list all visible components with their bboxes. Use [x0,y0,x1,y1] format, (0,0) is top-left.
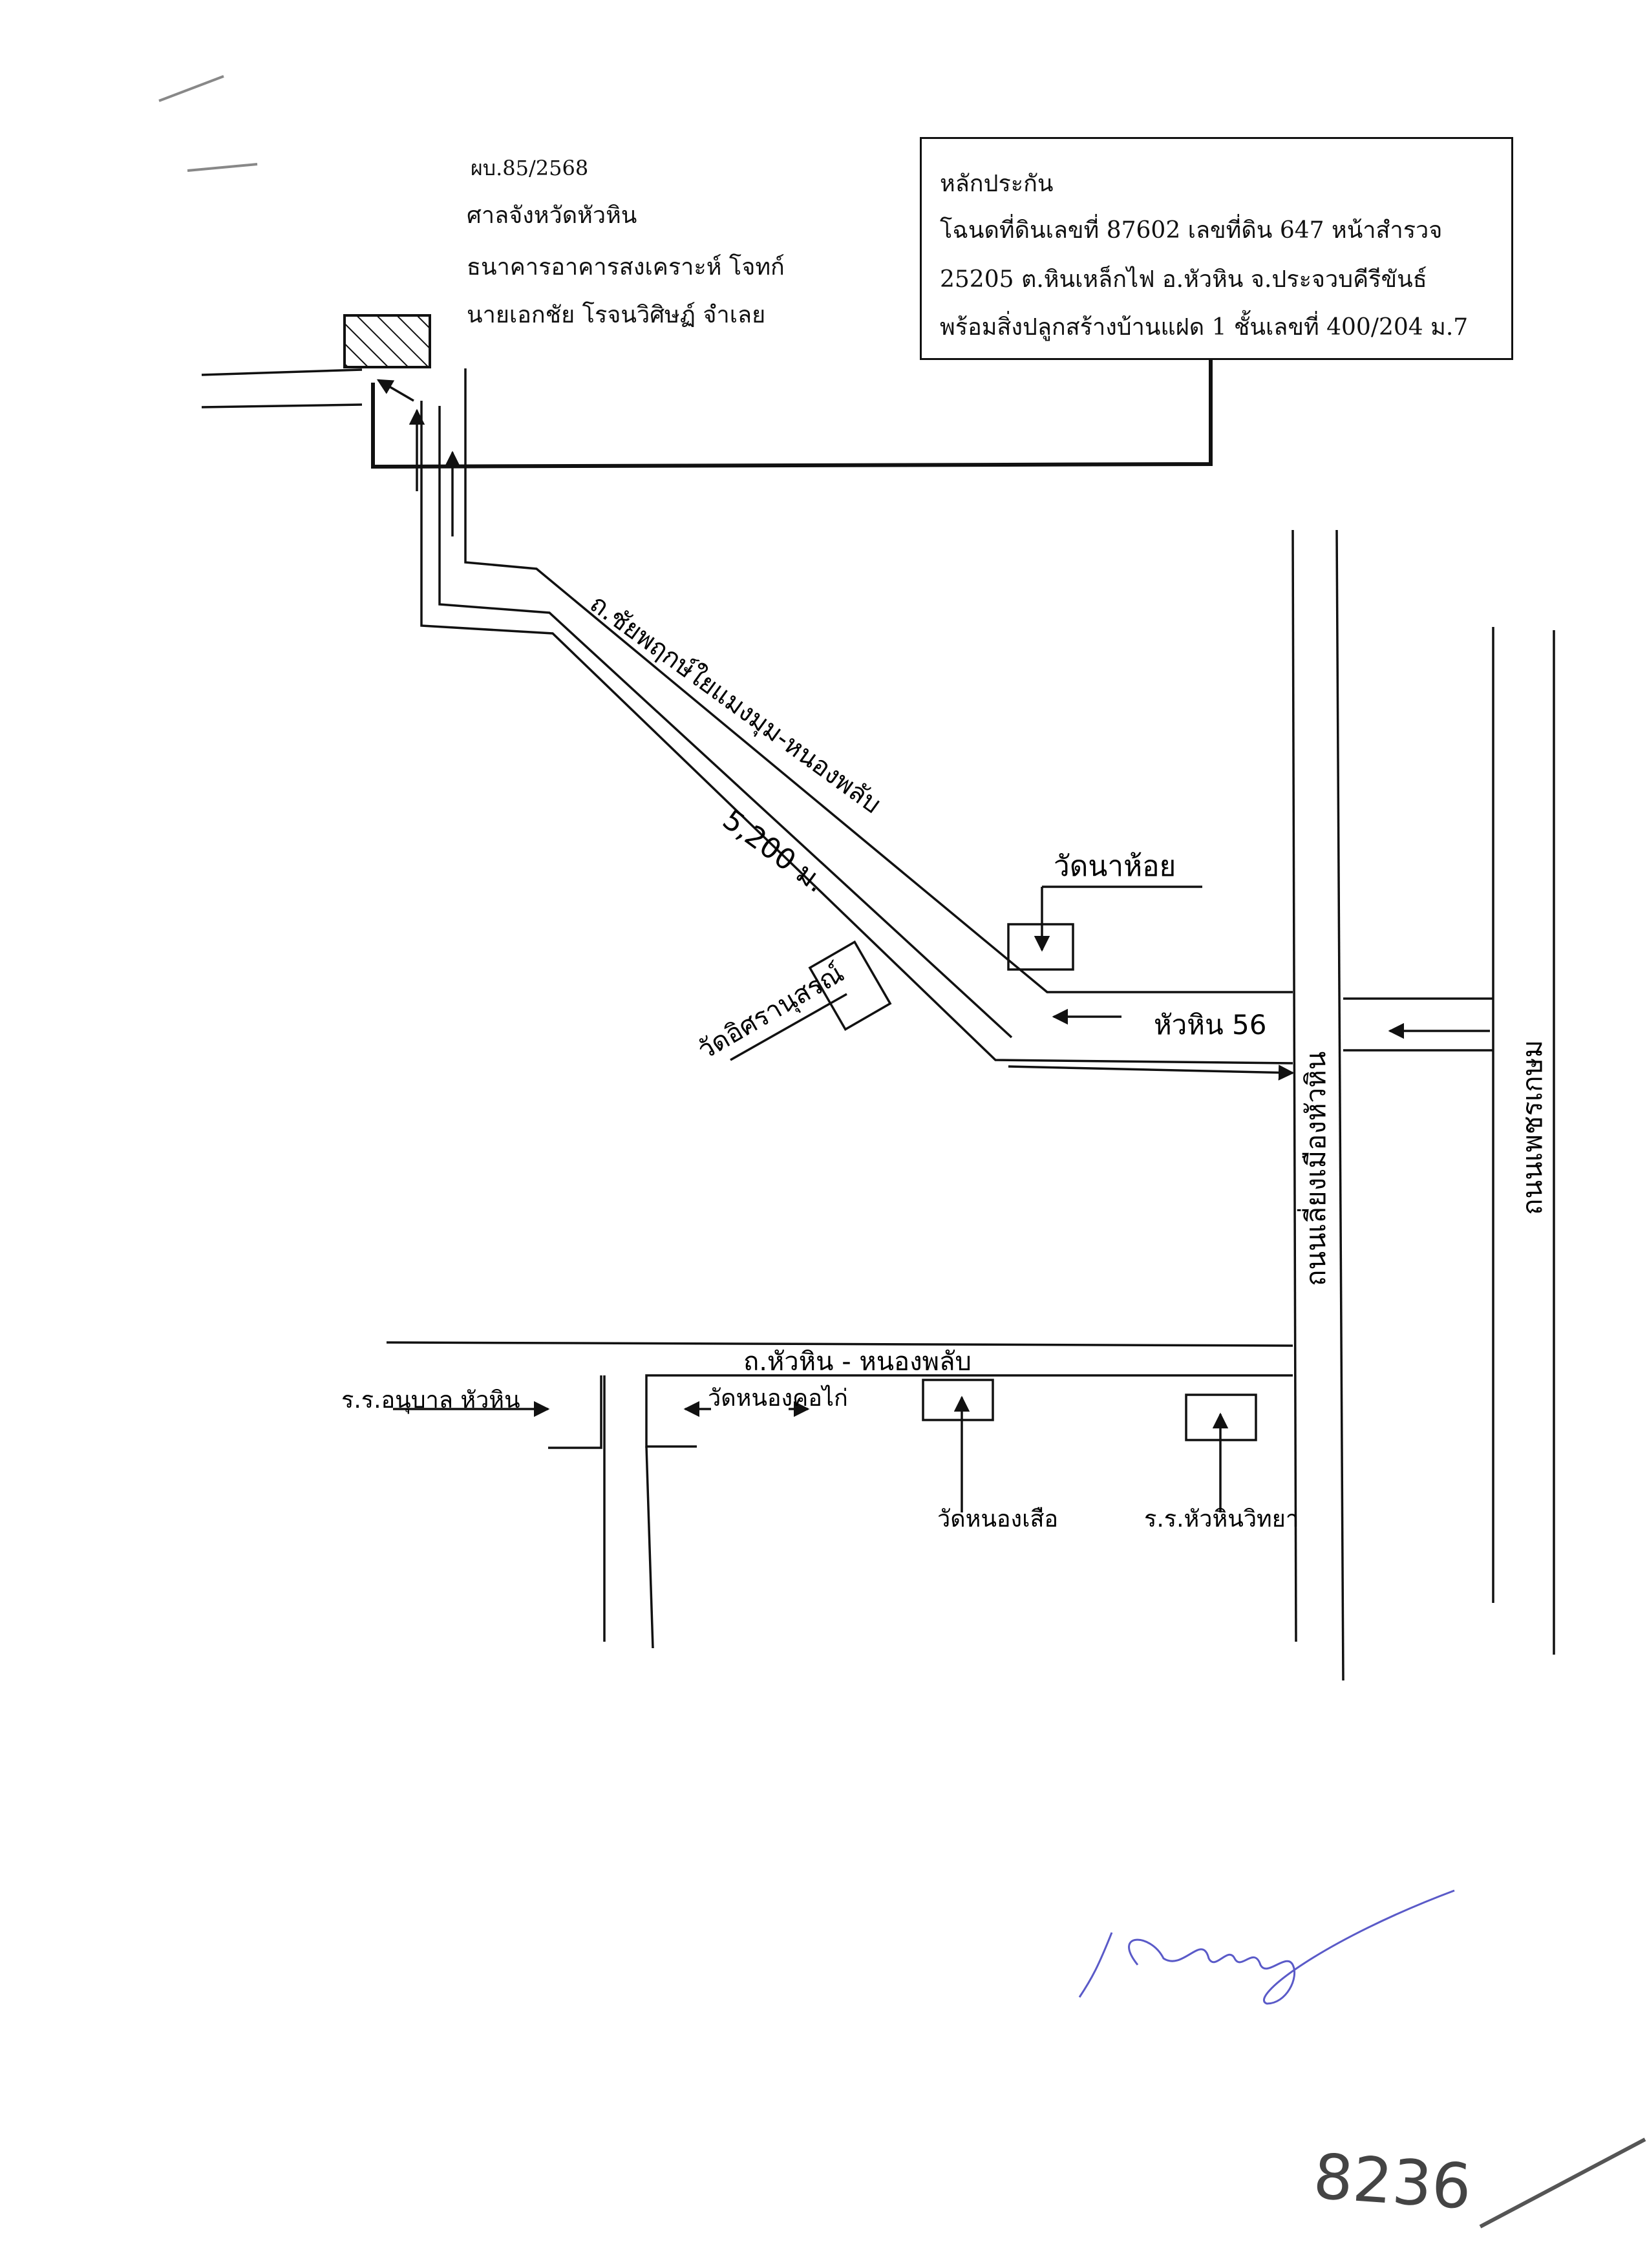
signature [1078,1889,1455,2005]
court-name: ศาลจังหวัดหัวหิน [467,202,637,229]
soi-to-property [420,368,1293,1065]
main-road-label: ถนนเลี่ยงเมืองหัวหิน [1297,1051,1332,1286]
temple-left-marker [730,940,892,1061]
bottom-road [386,1341,1293,1649]
temple-bottom-left-label: วัดหนองคอไก่ [708,1384,848,1412]
main-vertical-road [1291,529,1344,1681]
temple-right-marker [1007,885,1202,971]
bottom-markers [393,1379,1257,1512]
temple-right-label: วัดนาห้อย [1054,850,1176,883]
subject-property [343,314,431,368]
case-number: ผบ.85/2568 [471,156,589,180]
school-left-label: ร.ร.อนุบาล หัวหิน [341,1387,520,1414]
scan-marks [158,75,258,172]
school-bottom-right-label: ร.ร.หัวหินวิทยา [1144,1506,1299,1532]
route-arrows [376,379,1490,1081]
collateral-box: หลักประกัน โฉนดที่ดินเลขที่ 87602 เลขที่… [920,137,1513,360]
connector-road-right [1343,997,1493,1052]
right-vertical-road [1492,627,1555,1655]
collateral-title: หลักประกัน [940,171,1054,197]
plaintiff: ธนาคารอาคารสงเคราะห์ โจทก์ [467,254,785,281]
temple-left-label: วัดอิศรานุสรณ์ [693,959,849,1066]
hua-hin-road-label: หัวหิน 56 [1154,1009,1266,1041]
road-top-left [201,368,363,408]
corner-mark [1479,2137,1646,2229]
collateral-connector [371,360,1213,469]
collateral-line-2: 25205 ต.หินเหล็กไฟ อ.หัวหิน จ.ประจวบคีรี… [940,266,1427,293]
defendant: นายเอกชัย โรจนวิศิษฏ์ จำเลย [467,302,766,328]
collateral-line-1: โฉนดที่ดินเลขที่ 87602 เลขที่ดิน 647 หน้… [940,217,1443,244]
page-number: 8236 [1311,2140,1474,2223]
distance-label: 5,200 ม. [717,803,832,900]
diagonal-road-label: ถ.ชัยพฤกษ์ใยแมงมุม-หนองพลับ [584,588,887,820]
temple-bottom-mid-label: วัดหนองเสือ [937,1506,1058,1532]
right-road-label: ถนนเพชรเกษม [1516,1040,1548,1215]
collateral-line-3: พร้อมสิ่งปลูกสร้างบ้านแฝด 1 ชั้นเลขที่ 4… [940,314,1469,341]
bottom-road-label: ถ.หัวหิน - หนองพลับ [743,1347,972,1377]
